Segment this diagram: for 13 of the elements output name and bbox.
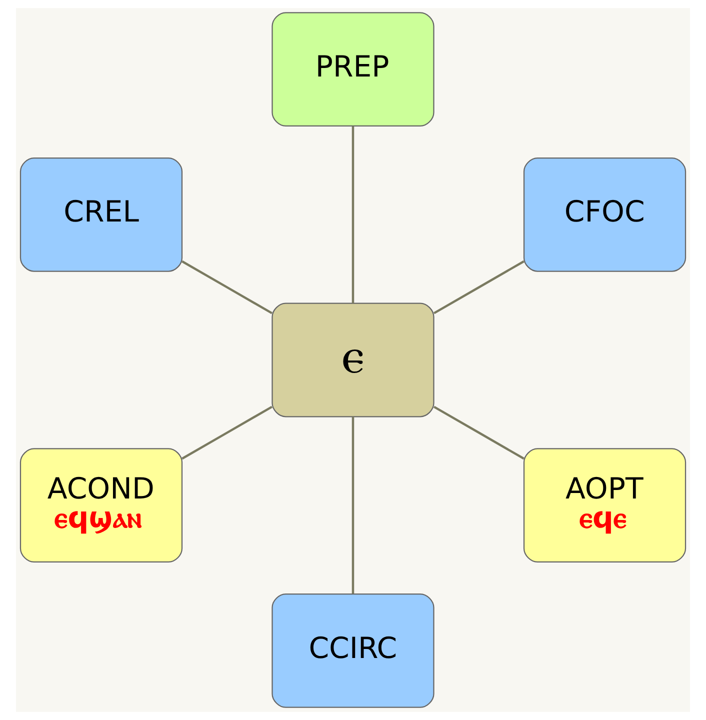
node-box: PREP [272, 12, 434, 126]
node-box: AOPT ⲉϥⲉ [523, 448, 686, 563]
node-box: CREL [20, 157, 183, 272]
connector [433, 406, 524, 460]
connector [182, 260, 273, 314]
node-box: ACOND ⲉϥϣⲁⲛ [20, 448, 183, 563]
connector [433, 260, 524, 314]
node-box: CCIRC [272, 594, 434, 708]
node-box: ⲉ [272, 302, 434, 418]
connector [352, 126, 354, 304]
connector [182, 406, 273, 460]
node-box: CFOC [523, 157, 686, 272]
connector [352, 416, 354, 594]
